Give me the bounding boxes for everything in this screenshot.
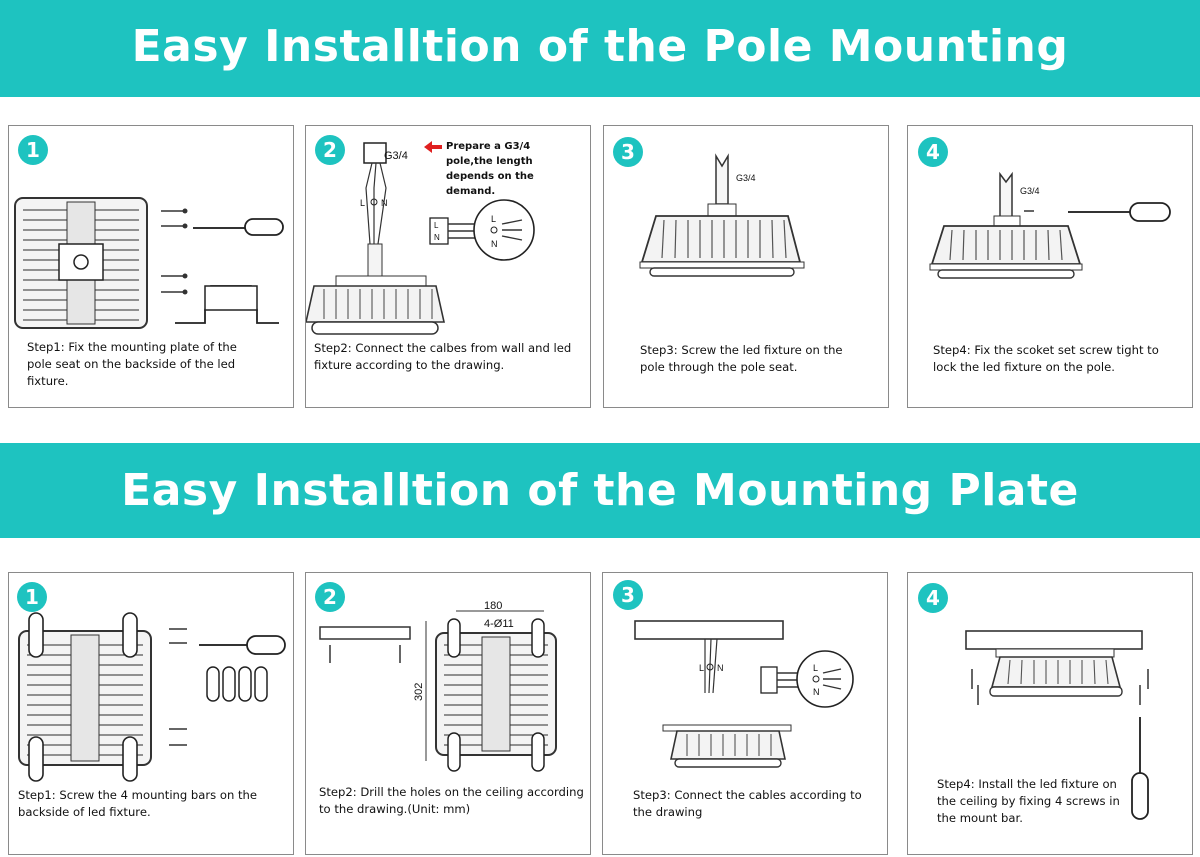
pole-mounting-banner: Easy Installtion of the Pole Mounting (0, 0, 1200, 97)
step-caption: Step1: Screw the 4 mounting bars on the … (18, 788, 258, 819)
step-number-badge: 4 (918, 583, 948, 613)
step-number-badge: 3 (613, 580, 643, 610)
step-number-badge: 2 (315, 135, 345, 165)
step-number-badge: 2 (315, 582, 345, 612)
dim-height-label: 302 (413, 683, 425, 701)
step-number-badge: 4 (918, 137, 948, 167)
pole-label: G3/4 (736, 173, 756, 183)
svg-text:L: L (699, 663, 704, 673)
step-caption: Step1: Fix the mounting plate of the pol… (27, 340, 237, 388)
svg-text:N: N (434, 233, 440, 242)
plate-step-2-panel: 2 180 4-Ø11 302 Step2: Drill the holes o… (305, 572, 591, 855)
svg-text:N: N (381, 198, 388, 208)
dim-width-label: 180 (484, 600, 502, 612)
red-arrow-icon (424, 141, 442, 153)
pole-step-3-panel: 3 G3/4 Step3: Screw the led fixture on t… (603, 125, 889, 408)
step-caption: Step2: Drill the holes on the ceiling ac… (319, 785, 584, 816)
ceiling-install-illustration (965, 630, 1149, 820)
svg-text:L: L (434, 221, 439, 230)
set-screw-illustration: G3/4 (929, 171, 1171, 279)
mounting-bars-illustration (18, 612, 286, 782)
svg-text:L: L (491, 214, 496, 224)
mounting-plate-banner: Easy Installtion of the Mounting Plate (0, 443, 1200, 538)
step-caption: Step4: Fix the scoket set screw tight to… (933, 343, 1159, 374)
pole-label: G3/4 (384, 150, 408, 162)
pole-step-2-panel: 2 G3/4 L N L N L N Prepare a G3/4 pole,t… (305, 125, 591, 408)
pole-mounting-title: Easy Installtion of the Pole Mounting (131, 21, 1069, 72)
pole-label: G3/4 (1020, 186, 1040, 196)
step-number-badge: 3 (613, 137, 643, 167)
svg-text:N: N (717, 663, 724, 673)
plate-step-1-panel: 1 Step1: Screw the 4 mounting bars on th… (8, 572, 294, 855)
step-number-badge: 1 (17, 582, 47, 612)
pole-step-1-panel: 1 Step1: Fix the mounting plate of the p… (8, 125, 294, 408)
svg-text:L: L (360, 198, 365, 208)
pole-requirement-note: Prepare a G3/4 pole,the length depends o… (446, 141, 534, 197)
svg-text:N: N (813, 687, 820, 697)
step-caption: Step2: Connect the calbes from wall and … (314, 341, 572, 372)
step-caption: Step3: Screw the led fixture on the pole… (640, 343, 843, 374)
pole-step-4-panel: 4 G3/4 Step4: Fix the scoket set screw t… (907, 125, 1193, 408)
fixture-on-pole-illustration: G3/4 (639, 153, 805, 277)
svg-text:N: N (491, 239, 498, 249)
wiring-illustration: G3/4 L N L N L N (306, 141, 535, 335)
plate-step-4-panel: 4 Step4: Install the led fixture on the … (907, 572, 1193, 855)
dim-holes-label: 4-Ø11 (484, 618, 514, 630)
fixture-backside-illustration (14, 197, 284, 329)
step-caption: Step4: Install the led fixture on the ce… (937, 777, 1120, 825)
svg-text:L: L (813, 663, 818, 673)
step-number-badge: 1 (18, 135, 48, 165)
plate-step-3-panel: 3 L N L N Step3: Connect the cables acco… (602, 572, 888, 855)
step-caption: Step3: Connect the cables according to t… (633, 788, 862, 819)
ceiling-drilling-illustration: 180 4-Ø11 302 (319, 600, 557, 772)
mounting-plate-title: Easy Installtion of the Mounting Plate (121, 465, 1079, 516)
cable-connection-illustration: L N L N (634, 620, 854, 768)
